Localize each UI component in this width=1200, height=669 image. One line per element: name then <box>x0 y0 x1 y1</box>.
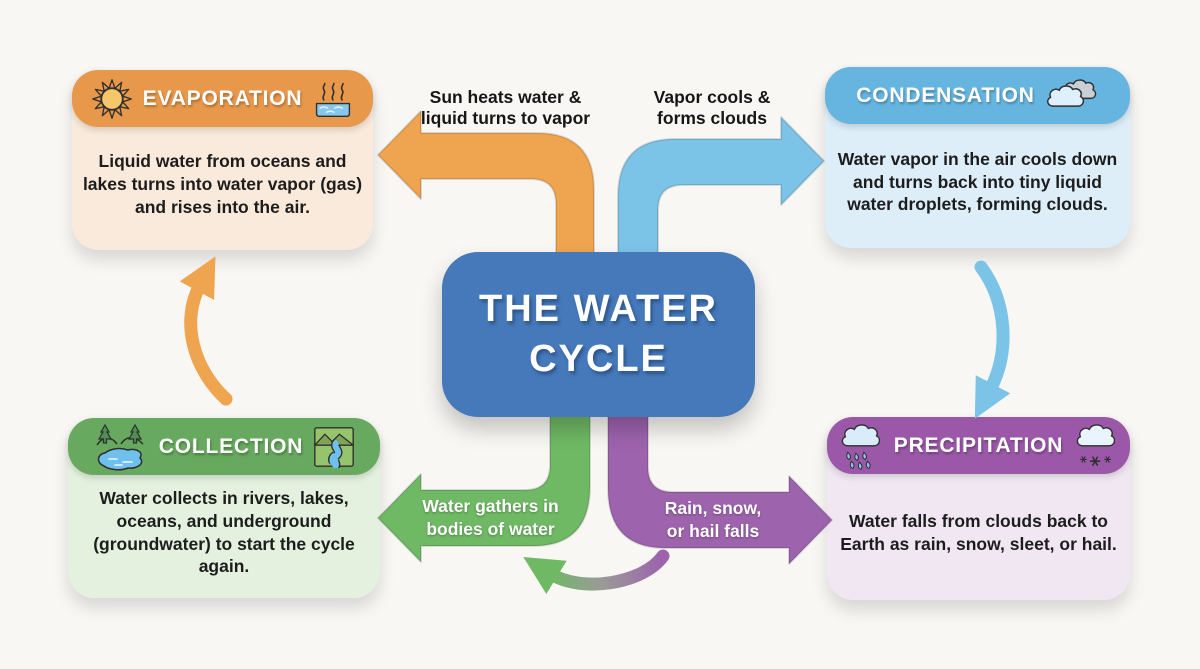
condensation-box: Water vapor in the air cools down and tu… <box>825 67 1130 248</box>
collection-to-evaporation-curve <box>179 256 233 406</box>
collection-header: COLLECTION <box>68 418 380 475</box>
condensation-header: CONDENSATION <box>825 67 1130 124</box>
rain-cloud-icon <box>838 421 884 471</box>
precipitation-header: PRECIPITATION <box>827 417 1130 474</box>
evaporation-header: EVAPORATION <box>72 70 373 127</box>
evaporation-box: Liquid water from oceans and lakes turns… <box>72 70 373 250</box>
condensation-text: Water vapor in the air cools down and tu… <box>837 148 1118 215</box>
condensation-label: CONDENSATION <box>856 83 1035 107</box>
evaporation-arrow <box>377 110 595 276</box>
condensation-to-precipitation-curve <box>974 260 1011 419</box>
river-icon <box>313 426 355 468</box>
center-title-box: THE WATER CYCLE <box>442 252 755 417</box>
evaporation-arrow-label: Sun heats water & liquid turns to vapor <box>420 87 591 129</box>
evaporation-label: EVAPORATION <box>142 86 303 110</box>
precipitation-to-collection-curve <box>523 549 670 595</box>
collection-text: Water collects in rivers, lakes, oceans,… <box>93 488 355 577</box>
steam-water-icon <box>312 78 354 120</box>
snow-cloud-icon <box>1073 421 1119 471</box>
evaporation-text: Liquid water from oceans and lakes turns… <box>82 151 363 217</box>
lake-trees-icon <box>93 423 149 471</box>
precipitation-label: PRECIPITATION <box>893 433 1064 457</box>
precipitation-arrow-label: Rain, snow, or hail falls <box>664 498 762 541</box>
precipitation-box: Water falls from clouds back to Earth as… <box>827 417 1130 600</box>
collection-box: Water collects in rivers, lakes, oceans,… <box>68 418 380 598</box>
collection-label: COLLECTION <box>158 434 304 458</box>
sun-icon <box>91 78 133 120</box>
condensation-arrow-label: Vapor cools & forms clouds <box>653 87 771 129</box>
diagram-title: THE WATER CYCLE <box>479 288 718 380</box>
collection-arrow-label: Water gathers in bodies of water <box>422 496 559 539</box>
precipitation-text: Water falls from clouds back to Earth as… <box>840 511 1117 554</box>
clouds-icon <box>1045 77 1099 114</box>
